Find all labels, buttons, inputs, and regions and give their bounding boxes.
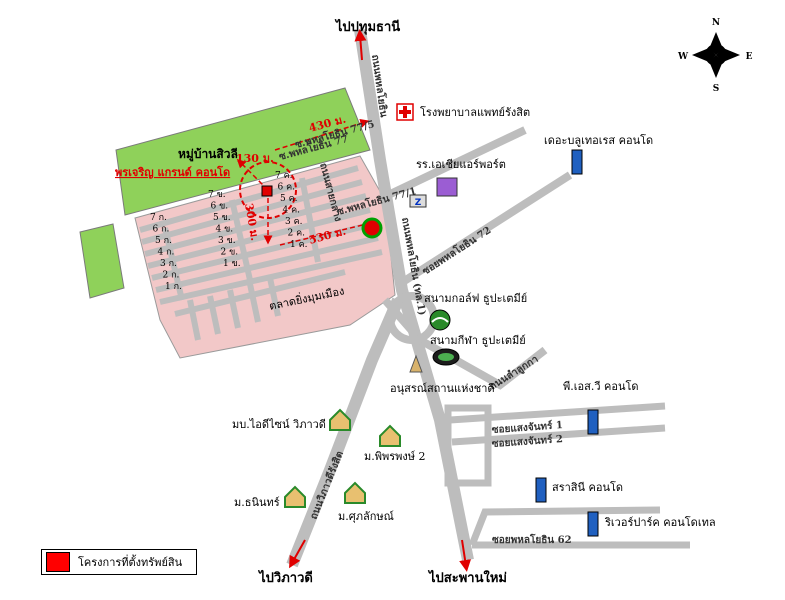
label-road-soi62: ซอยพหลโยธิน 62 xyxy=(492,533,572,546)
road-soi72 xyxy=(395,171,573,289)
golf-icon xyxy=(429,309,451,331)
block-label: 3 ค. xyxy=(285,217,303,227)
bigc-icon xyxy=(361,217,383,239)
label-the-blue: เดอะบลูเทอเรส คอนโด xyxy=(544,133,653,147)
saengchan-grid xyxy=(444,404,492,487)
village-area xyxy=(115,87,371,216)
label-road-saengchan2: ซอยแสงจันทร์ 2 xyxy=(491,433,563,450)
label-dist-130: 130 ม. xyxy=(236,152,274,165)
label-to-pathum: ไปปทุมธานี xyxy=(334,18,400,35)
block-label: 3 ก. xyxy=(160,259,177,269)
block-label: 2 ก. xyxy=(163,271,180,281)
label-psv: พี.เอส.วี คอนโด xyxy=(563,379,639,393)
house-icon xyxy=(344,481,366,504)
block-label: 4 ก. xyxy=(158,248,175,258)
svg-text:Z: Z xyxy=(415,198,422,208)
building-icon xyxy=(436,177,458,197)
compass-e: E xyxy=(746,52,753,62)
compass-w: W xyxy=(677,52,689,62)
road-upper-soi xyxy=(380,126,527,202)
house-icon xyxy=(284,485,306,508)
label-thanin: ม.ธนินทร์ xyxy=(234,496,280,509)
legend: โครงการที่ตั้งทรัพย์สิน xyxy=(41,549,197,575)
house-icon xyxy=(329,408,351,431)
label-stadium: สนามกีฬา ธูปะเตมีย์ xyxy=(430,334,526,347)
stadium-icon xyxy=(432,348,460,366)
block-label: 1 ข. xyxy=(223,259,241,269)
block-label: 3 ข. xyxy=(218,236,236,246)
legend-swatch xyxy=(46,552,70,572)
label-project: พรเจริญ แกรนด์ คอนโด xyxy=(115,165,230,179)
compass-icon: N S E W xyxy=(677,18,753,94)
school-icon: Z xyxy=(409,194,427,208)
block-label: 1 ค. xyxy=(290,240,308,250)
label-idea: มบ.ไอดีไซน์ วิภาวดี xyxy=(232,418,326,431)
building-icon xyxy=(587,409,599,435)
label-road-saengchan1: ซอยแสงจันทร์ 1 xyxy=(491,419,563,436)
arrow-south xyxy=(459,539,472,572)
block-label: 5 ค. xyxy=(280,194,298,204)
block-label: 6 ค. xyxy=(278,183,296,193)
monument-icon xyxy=(409,354,423,373)
block-label: 1 ก. xyxy=(165,282,182,292)
block-label: 5 ข. xyxy=(213,213,231,223)
label-phiphat: ม.พิพรพงษ์ 2 xyxy=(364,450,426,463)
block-label: 7 ค. xyxy=(275,171,293,181)
district-streets xyxy=(139,165,383,341)
label-dist-300: 300 ม. xyxy=(242,202,261,242)
block-label: 4 ข. xyxy=(216,225,234,235)
label-monument: อนุสรณ์สถานแห่งชาติ xyxy=(390,382,495,395)
project-marker xyxy=(261,185,273,197)
block-label: 6 ก. xyxy=(153,225,170,235)
compass-n: N xyxy=(712,18,720,28)
label-to-saphanmai: ไปสะพานใหม่ xyxy=(427,569,507,586)
arrow-southwest xyxy=(289,539,306,569)
dist-line-130 xyxy=(236,158,269,191)
compass-s: S xyxy=(713,84,720,94)
arrow-north xyxy=(354,29,367,61)
label-to-vibhavadi: ไปวิภาวดี xyxy=(257,569,313,586)
label-sarasinee: สราสินี คอนโด xyxy=(552,480,623,494)
road-lumlukka xyxy=(381,297,548,390)
block-labels: 7 ก. 6 ก.5 ก. 4 ก.3 ก. 2 ก.1 ก. 7 ข. 6 ข.5 ข.… xyxy=(150,171,308,292)
road-vibhavadi xyxy=(286,297,404,568)
block-label: 4 ค. xyxy=(283,206,301,216)
building-icon xyxy=(535,477,547,503)
label-sukhon: ม.ศุภลักษณ์ xyxy=(338,510,394,523)
block-label: 5 ก. xyxy=(155,236,172,246)
building-icon xyxy=(587,511,599,537)
label-golf: สนามกอล์ฟ ธูปะเตมีย์ xyxy=(424,292,527,305)
label-road-lumlukka: ถนนลำลูกกา xyxy=(487,353,541,393)
road-soi62 xyxy=(468,506,661,547)
block-label: 2 ข. xyxy=(221,248,239,258)
block-label: 7 ข. xyxy=(208,190,226,200)
label-riverpark: ริเวอร์ปาร์ค คอนโดเทล xyxy=(604,515,716,529)
legend-label: โครงการที่ตั้งทรัพย์สิน xyxy=(78,556,183,569)
building-icon xyxy=(571,149,583,175)
dist-line-530 xyxy=(279,218,380,246)
green-strip xyxy=(79,223,125,299)
block-label: 2 ค. xyxy=(288,229,306,239)
label-road-soi72: ซอยพหลโยธิน 72 xyxy=(420,223,494,277)
label-airport-school: รร.เอเชียแอร์พอร์ต xyxy=(416,158,506,171)
label-village: หมู่บ้านสิวลี xyxy=(178,147,238,162)
block-label: 6 ข. xyxy=(211,202,229,212)
hospital-icon xyxy=(396,103,414,121)
house-icon xyxy=(379,424,401,447)
label-hospital: โรงพยาบาลแพทย์รังสิต xyxy=(420,105,530,119)
block-label: 7 ก. xyxy=(150,213,167,223)
